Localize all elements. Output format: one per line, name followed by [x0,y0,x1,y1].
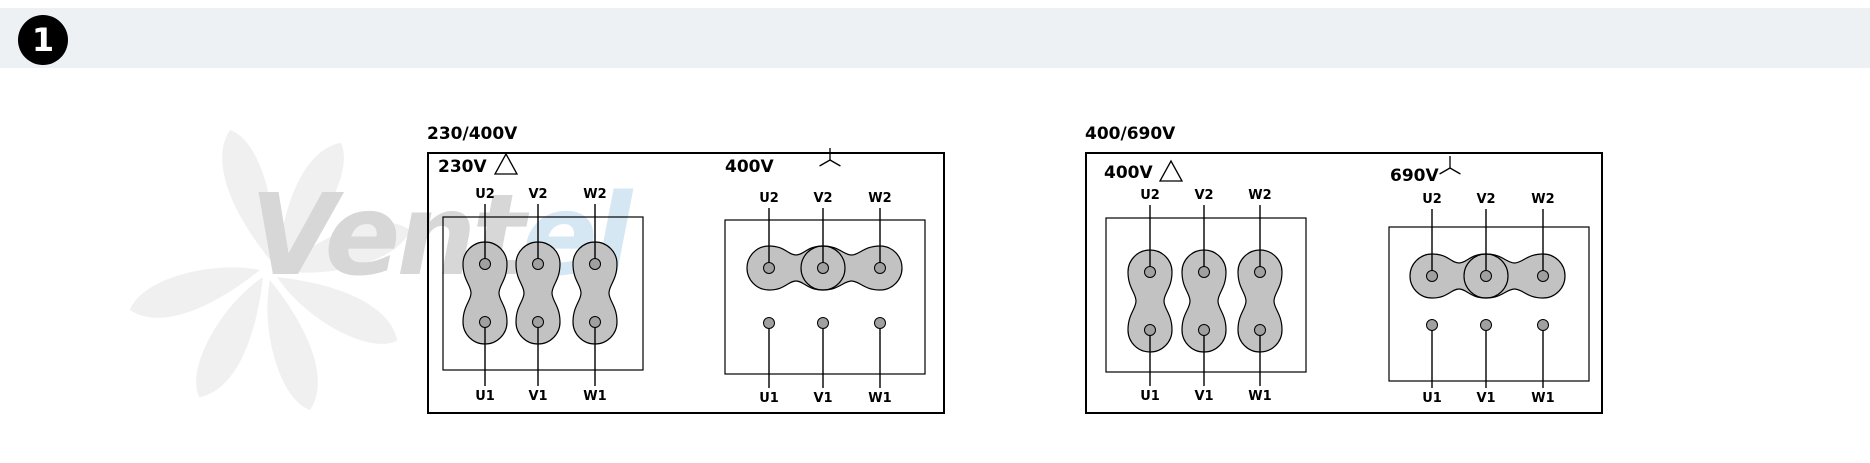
pin-bottom-1-1 [1198,324,1210,336]
terminal-label-bottom-0-star-2: W1 [868,391,891,406]
vertical-bridge-1-0 [1127,249,1173,353]
pin-bottom-1-star-1 [1480,319,1492,331]
pin-bottom-0-0 [479,316,491,328]
step-number-badge: 1 [18,15,68,65]
connection-label-1b: 400V [725,157,774,177]
terminal-label-top-1-2: W2 [1248,188,1271,203]
pin-bottom-1-star-2 [1537,319,1549,331]
terminal-label-top-1-star-1: V2 [1476,192,1495,207]
pin-top-0-star-1 [817,262,829,274]
pin-bottom-1-0 [1144,324,1156,336]
panel-title-2: 400/690V [1085,124,1176,144]
terminal-label-bottom-0-star-1: V1 [813,391,832,406]
terminal-label-bottom-1-star-1: V1 [1476,391,1495,406]
terminal-label-bottom-0-2: W1 [583,389,606,404]
pin-bottom-1-2 [1254,324,1266,336]
star-symbol-icon-0 [819,148,841,167]
fan-watermark-icon [130,130,410,410]
connection-label-1a: 230V [438,157,487,177]
terminal-label-bottom-1-2: W1 [1248,389,1271,404]
terminal-box-0-delta [442,216,644,371]
pin-top-0-1 [532,258,544,270]
pin-bottom-0-star-0 [763,317,775,329]
terminal-label-top-0-star-2: W2 [868,191,891,206]
terminal-label-top-0-2: W2 [583,187,606,202]
pin-bottom-0-2 [589,316,601,328]
vertical-bridge-0-2 [572,241,618,345]
terminal-label-top-1-star-0: U2 [1422,192,1442,207]
pin-top-1-2 [1254,266,1266,278]
vertical-bridge-1-1 [1181,249,1227,353]
terminal-box-1-star [1388,226,1590,382]
terminal-label-bottom-0-1: V1 [528,389,547,404]
terminal-label-bottom-1-0: U1 [1140,389,1160,404]
pin-top-0-2 [589,258,601,270]
terminal-box-1-delta [1105,217,1307,373]
terminal-label-bottom-1-star-0: U1 [1422,391,1442,406]
pin-top-0-0 [479,258,491,270]
vertical-bridge-0-0 [462,241,508,345]
terminal-label-top-1-0: U2 [1140,188,1160,203]
terminal-label-bottom-0-star-0: U1 [759,391,779,406]
wiring-panel-2 [1085,152,1603,414]
terminal-label-top-0-star-1: V2 [813,191,832,206]
pin-bottom-0-star-2 [874,317,886,329]
pin-top-1-1 [1198,266,1210,278]
wiring-panel-1 [427,152,945,414]
pin-top-1-star-2 [1537,270,1549,282]
delta-symbol-icon-0 [493,152,519,175]
star-symbol-icon-1 [1439,156,1461,175]
vertical-bridge-1-2 [1237,249,1283,353]
terminal-label-bottom-0-0: U1 [475,389,495,404]
panel-title-1: 230/400V [427,124,518,144]
pin-top-0-star-0 [763,262,775,274]
terminal-label-top-1-1: V2 [1194,188,1213,203]
pin-bottom-1-star-0 [1426,319,1438,331]
pin-top-1-star-1 [1480,270,1492,282]
terminal-label-top-1-star-2: W2 [1531,192,1554,207]
terminal-label-top-0-star-0: U2 [759,191,779,206]
pin-top-1-0 [1144,266,1156,278]
pin-bottom-0-star-1 [817,317,829,329]
connection-label-2b: 690V [1390,166,1439,186]
delta-symbol-icon-1 [1158,159,1184,182]
pin-top-0-star-2 [874,262,886,274]
header-bar [0,8,1870,68]
terminal-label-top-0-1: V2 [528,187,547,202]
pin-top-1-star-0 [1426,270,1438,282]
terminal-label-bottom-1-1: V1 [1194,389,1213,404]
pin-bottom-0-1 [532,316,544,328]
terminal-label-bottom-1-star-2: W1 [1531,391,1554,406]
terminal-box-0-star [724,219,926,375]
vertical-bridge-0-1 [515,241,561,345]
terminal-label-top-0-0: U2 [475,187,495,202]
connection-label-2a: 400V [1104,163,1153,183]
